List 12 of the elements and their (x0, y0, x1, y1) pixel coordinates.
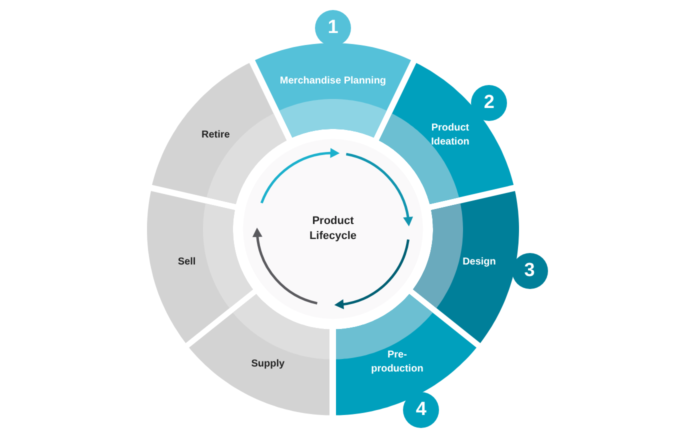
center-title: Product Lifecycle (308, 214, 358, 244)
step-number: 3 (512, 252, 548, 289)
segment-label: Design (462, 256, 497, 270)
step-number: 2 (471, 84, 508, 120)
segment-label: Supply (250, 357, 286, 371)
segment-label: Retire (200, 128, 231, 142)
step-number: 4 (403, 392, 440, 428)
segment-label: Pre-production (370, 348, 424, 376)
segment-label: Product Ideation (430, 122, 470, 149)
segment-label: Sell (176, 256, 197, 270)
step-number: 1 (315, 10, 351, 46)
segment-label: Merchandise Planning (278, 74, 388, 88)
